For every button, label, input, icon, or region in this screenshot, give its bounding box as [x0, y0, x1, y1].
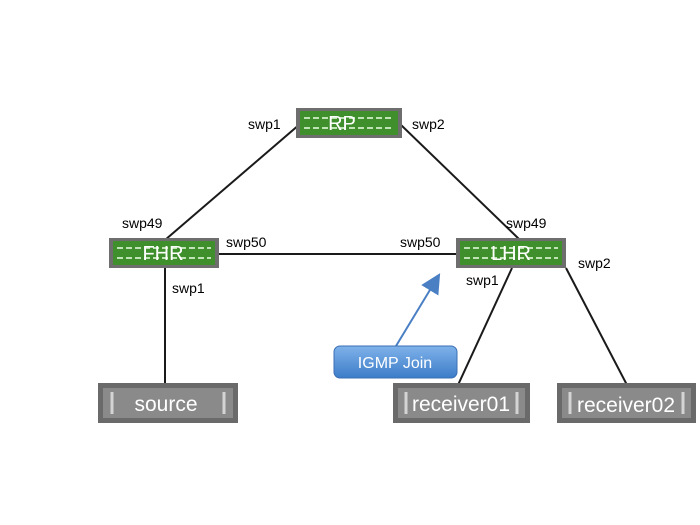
port-label-lhr-swp50: swp50	[400, 234, 441, 250]
switch-lhr-label: LHR	[491, 243, 531, 265]
switch-fhr[interactable]: FHR	[109, 238, 219, 268]
host-source-label: source	[134, 393, 197, 416]
port-label-rp-swp2: swp2	[412, 116, 445, 132]
port-label-lhr-swp2: swp2	[578, 255, 611, 271]
port-label-lhr-swp49: swp49	[506, 215, 547, 231]
link-rp-lhr	[399, 123, 521, 241]
link-lhr-receiver02	[565, 267, 628, 386]
port-label-rp-swp1: swp1	[248, 116, 281, 132]
host-source[interactable]: source	[98, 383, 238, 423]
switch-fhr-label: FHR	[142, 243, 183, 265]
switch-lhr[interactable]: LHR	[456, 238, 566, 268]
link-lhr-receiver01	[457, 267, 513, 386]
igmp-join-label: IGMP Join	[358, 355, 432, 372]
igmp-join-arrow	[395, 273, 441, 347]
port-label-fhr-swp49: swp49	[122, 215, 163, 231]
host-receiver01-label: receiver01	[412, 393, 510, 416]
port-label-fhr-swp1: swp1	[172, 280, 205, 296]
link-rp-fhr	[164, 123, 301, 241]
switch-rp-label: RP	[328, 113, 356, 135]
igmp-join-callout[interactable]: IGMP Join	[333, 345, 458, 379]
port-label-lhr-swp1: swp1	[466, 272, 499, 288]
switch-rp[interactable]: RP	[296, 108, 402, 138]
host-receiver01[interactable]: receiver01	[393, 383, 530, 423]
host-receiver02[interactable]: receiver02	[557, 383, 696, 423]
port-label-fhr-swp50: swp50	[226, 234, 267, 250]
host-receiver02-label: receiver02	[577, 394, 675, 417]
